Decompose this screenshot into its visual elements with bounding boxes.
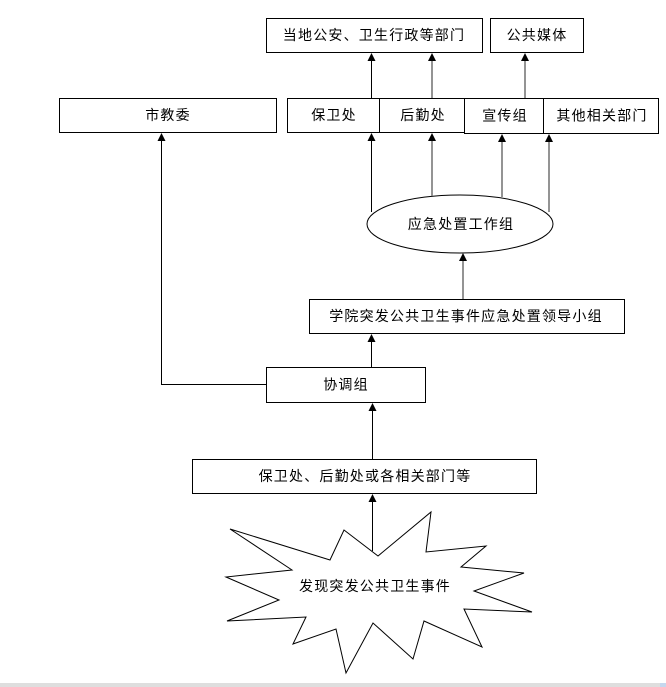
arrowhead-icon xyxy=(428,133,436,141)
node-trigger-event: 发现突发公共卫生事件 xyxy=(224,510,533,675)
node-label: 保卫处、后勤处或各相关部门等 xyxy=(259,468,472,485)
node-publicity-group: 宣传组 xyxy=(464,98,544,134)
node-box xyxy=(464,98,544,134)
node-box xyxy=(379,98,465,133)
node-label: 保卫处 xyxy=(311,108,357,124)
arrowhead-icon xyxy=(157,133,166,141)
edge-working-group-to-logistics xyxy=(428,133,436,196)
arrowhead-icon xyxy=(367,53,376,61)
arrowhead-icon xyxy=(368,403,377,411)
node-emergency-working-group: 应急处置工作组 xyxy=(366,194,554,254)
node-label: 当地公安、卫生行政等部门 xyxy=(283,27,465,44)
node-label: 后勤处 xyxy=(400,108,446,124)
node-leadership-group: 学院突发公共卫生事件应急处置领导小组 xyxy=(309,299,625,334)
node-box xyxy=(309,299,625,334)
node-box xyxy=(490,18,584,53)
bottom-scroll-edge xyxy=(0,683,666,687)
node-label: 协调组 xyxy=(323,378,369,394)
edge-working-group-to-other-departments xyxy=(545,134,553,212)
node-label: 宣传组 xyxy=(482,109,528,125)
node-reporting-departments: 保卫处、后勤处或各相关部门等 xyxy=(192,459,537,494)
node-other-departments: 其他相关部门 xyxy=(543,98,659,134)
starburst-shape xyxy=(224,510,533,675)
node-public-media: 公共媒体 xyxy=(490,18,584,53)
edge-security-to-local-authorities xyxy=(367,53,376,98)
node-box xyxy=(192,459,537,494)
edge-coordination-to-municipal-education-commission xyxy=(157,133,266,385)
edge-reporting-to-coordination xyxy=(368,403,377,459)
node-municipal-education-commission: 市教委 xyxy=(59,98,277,133)
node-label: 市教委 xyxy=(145,107,191,124)
node-label: 应急处置工作组 xyxy=(408,216,514,233)
node-coordination-group: 协调组 xyxy=(266,367,426,403)
arrowhead-icon xyxy=(545,134,553,142)
node-label: 公共媒体 xyxy=(507,28,568,44)
node-local-authorities: 当地公安、卫生行政等部门 xyxy=(266,18,483,53)
node-logistics-office: 后勤处 xyxy=(379,98,465,133)
node-box xyxy=(266,367,426,403)
node-box xyxy=(543,98,659,134)
edge-trigger-to-reporting xyxy=(368,494,377,551)
arrowhead-icon xyxy=(459,253,467,261)
arrowhead-icon xyxy=(367,133,376,141)
arrowhead-icon xyxy=(498,134,506,142)
edge-leadership-to-working-group xyxy=(459,253,467,299)
edge-working-group-to-security xyxy=(367,133,376,212)
arrowhead-icon xyxy=(428,53,436,61)
edge-working-group-to-publicity xyxy=(498,134,506,197)
node-label: 其他相关部门 xyxy=(556,109,647,125)
node-ellipse xyxy=(366,194,554,254)
arrowhead-icon xyxy=(367,334,376,342)
node-label: 发现突发公共卫生事件 xyxy=(299,579,451,595)
edge-logistics-to-local-authorities xyxy=(428,53,436,98)
node-security-office: 保卫处 xyxy=(287,98,380,133)
arrowhead-icon xyxy=(368,494,377,502)
node-label: 学院突发公共卫生事件应急处置领导小组 xyxy=(329,308,603,325)
edge-line xyxy=(161,140,266,385)
node-box xyxy=(266,18,483,53)
edge-coordination-to-leadership xyxy=(367,334,376,367)
arrowhead-icon xyxy=(521,53,529,61)
edge-publicity-to-public-media xyxy=(521,53,529,98)
node-box xyxy=(59,98,277,133)
bottom-bar-corner xyxy=(660,683,666,687)
